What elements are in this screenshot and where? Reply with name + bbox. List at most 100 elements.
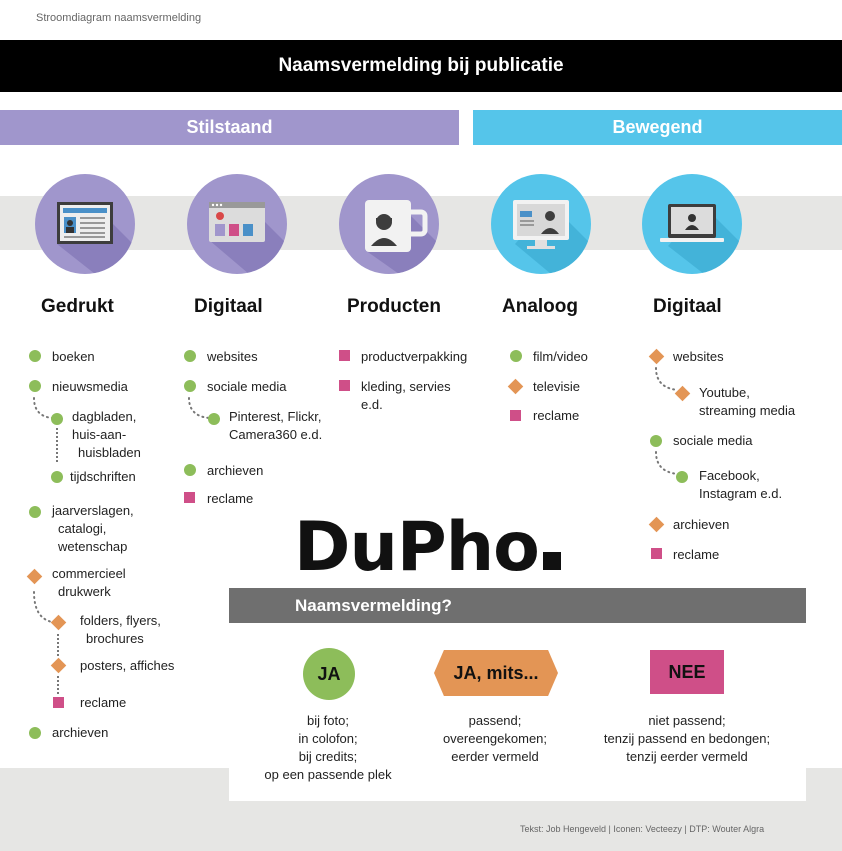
answer-line: passend; [468,713,522,728]
list-item: brochures [86,631,144,646]
orange-marker [26,568,43,585]
green-marker [29,350,41,362]
orange-marker [648,516,665,533]
answer-nee-description: niet passend; tenzij passend en bedongen… [592,712,782,766]
logo: DuPho [294,508,561,587]
answer-line: eerder vermeld [451,749,539,764]
green-marker [510,350,522,362]
browser-icon [187,174,287,274]
answer-line: tenzij eerder vermeld [626,749,748,764]
dotted-connector [57,634,59,656]
list-item: websites [207,349,258,364]
mug-icon [339,174,439,274]
logo-dot [542,552,561,570]
orange-marker [507,378,524,395]
list-item: streaming media [699,403,796,418]
list-item: Instagram e.d. [699,486,783,501]
dotted-connector [33,397,53,419]
category-still: Stilstaand [0,110,459,145]
answer-ja-badge: JA [303,648,355,700]
list-item: folders, flyers, [80,613,161,628]
pink-marker [184,492,195,503]
green-marker [184,380,196,392]
dotted-connector [655,451,679,475]
list-item: film/video [533,349,588,364]
green-marker [29,380,41,392]
list-item: huis-aan- [72,427,127,442]
green-marker [51,471,63,483]
answer-mits-description: passend; overeengekomen; eerder vermeld [420,712,570,766]
dotted-connector [188,397,210,419]
green-marker [650,435,662,447]
television-icon [491,174,591,274]
orange-marker [648,348,665,365]
list-item: posters, affiches [80,658,175,673]
answer-line: niet passend; [648,713,726,728]
credits: Tekst: Job Hengeveld | Iconen: Vecteezy … [520,824,765,834]
list-item: archieven [673,517,730,532]
list-item: Camera360 e.d. [229,427,323,442]
list-item: Pinterest, Flickr, [229,409,322,424]
column-title-producten: Producten [347,296,441,317]
answer-line: bij credits; [298,749,358,764]
answer-line: in colofon; [298,731,358,746]
dotted-connector [33,591,53,623]
list-item: reclame [80,695,127,710]
top-label: Stroomdiagram naamsvermelding [36,12,202,24]
laptop-icon [642,174,742,274]
list-item: websites [673,349,724,364]
answer-mits-badge: JA, mits... [434,650,558,696]
list-item: drukwerk [58,584,111,599]
title-bar: Naamsvermelding bij publicatie [0,40,842,92]
list-item: archieven [207,463,264,478]
category-still-label: Stilstaand [186,117,273,137]
orange-marker [50,657,67,674]
green-marker [184,350,196,362]
list-item: boeken [52,349,95,364]
list-item: televisie [533,379,580,394]
list-item: tijdschriften [70,469,136,484]
newspaper-icon [35,174,135,274]
answer-ja-description: bij foto; in colofon; bij credits; op ee… [248,712,408,784]
list-item: reclame [673,547,720,562]
column-title-gedrukt: Gedrukt [41,296,114,317]
list-item: huisbladen [78,445,141,460]
answer-line: tenzij passend en bedongen; [603,731,771,746]
column-title-digitaal-still: Digitaal [194,296,263,317]
list-item: catalogi, [58,521,107,536]
answer-ja-label: JA [317,663,341,684]
dotted-connector [57,676,59,694]
list-item: Facebook, [699,468,760,483]
dotted-connector [655,367,679,391]
answer-line: bij foto; [307,713,349,728]
logo-text: DuPho [294,508,540,587]
column-title-analoog: Analoog [502,296,578,317]
answer-nee-badge: NEE [650,650,724,694]
category-moving-label: Bewegend [612,117,703,137]
column-title-digitaal-moving: Digitaal [653,296,722,317]
answer-mits-label: JA, mits... [453,662,539,683]
green-marker [208,413,220,425]
green-marker [29,727,41,739]
list-item: archieven [52,725,109,740]
green-marker [184,464,196,476]
list-item: sociale media [673,433,753,448]
pink-marker [53,697,64,708]
pink-marker [651,548,662,559]
question-label: Naamsvermelding? [295,595,452,615]
list-item: e.d. [361,397,383,412]
pink-marker [339,380,350,391]
green-marker [29,506,41,518]
list-item: sociale media [207,379,287,394]
pink-marker [339,350,350,361]
list-item: Youtube, [699,385,750,400]
list-item: dagbladen, [72,409,137,424]
list-item: reclame [207,491,254,506]
dotted-connector [56,428,58,462]
list-item: wetenschap [58,539,128,554]
list-item: kleding, servies [361,379,451,394]
pink-marker [510,410,521,421]
answer-line: op een passende plek [264,767,392,782]
green-marker [51,413,63,425]
list-item: productverpakking [361,349,468,364]
